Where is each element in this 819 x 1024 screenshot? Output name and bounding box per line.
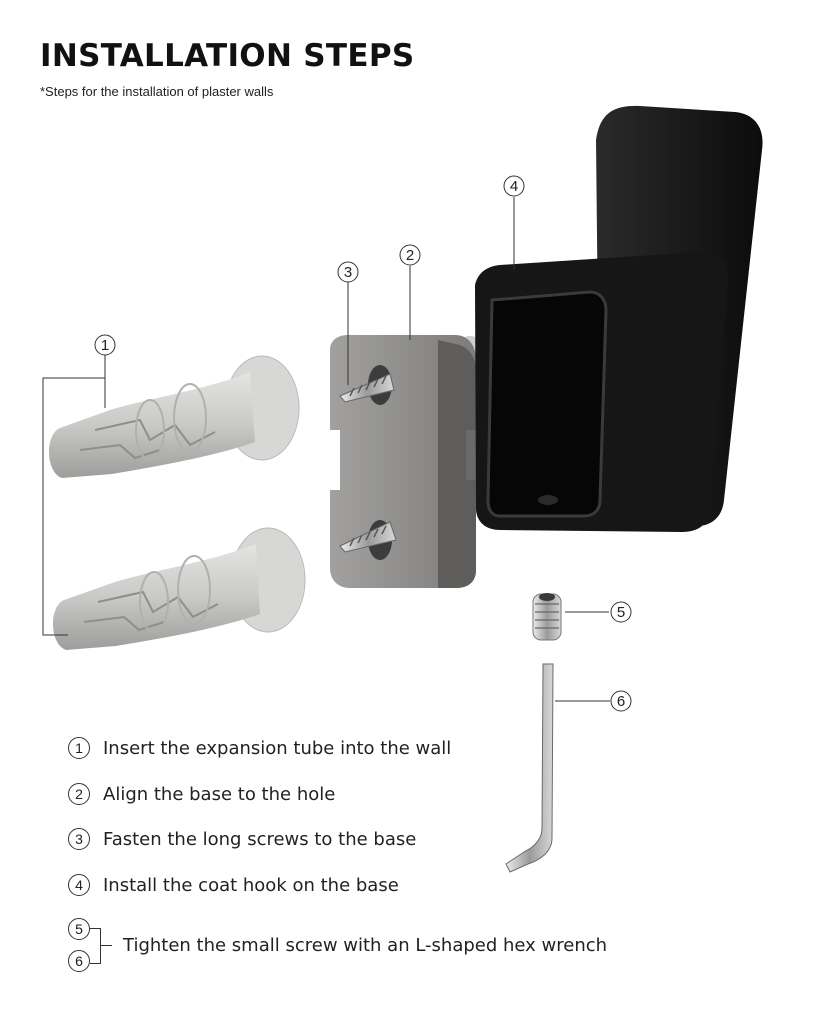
step-text: Install the coat hook on the base bbox=[103, 874, 399, 896]
callout-4: 4 bbox=[503, 175, 525, 197]
step-number: 4 bbox=[68, 874, 90, 896]
bracket-tick bbox=[100, 945, 112, 946]
step-number: 2 bbox=[68, 783, 90, 805]
long-screw-top bbox=[339, 373, 395, 403]
step-5-6-numbers: 5 6 bbox=[68, 918, 128, 972]
callout-5: 5 bbox=[610, 601, 632, 623]
leader-lines bbox=[42, 197, 610, 702]
step-text: Align the base to the hole bbox=[103, 783, 336, 805]
svg-text:5: 5 bbox=[617, 604, 625, 621]
step-4: 4 Install the coat hook on the base bbox=[68, 874, 399, 896]
step-2: 2 Align the base to the hole bbox=[68, 783, 335, 805]
long-screw-bottom bbox=[339, 521, 397, 553]
hex-wrench bbox=[505, 663, 554, 873]
svg-text:3: 3 bbox=[344, 264, 352, 281]
svg-text:4: 4 bbox=[510, 178, 518, 195]
callout-2: 2 bbox=[399, 244, 421, 266]
step-number-6: 6 bbox=[68, 950, 90, 972]
callouts: 1 2 3 4 5 6 bbox=[94, 175, 632, 712]
step-number: 1 bbox=[68, 737, 90, 759]
svg-text:1: 1 bbox=[101, 337, 109, 354]
page-subtitle: *Steps for the installation of plaster w… bbox=[40, 84, 274, 99]
callout-3: 3 bbox=[337, 261, 359, 283]
step-1: 1 Insert the expansion tube into the wal… bbox=[68, 737, 451, 759]
callout-1: 1 bbox=[94, 334, 116, 356]
step-number-5: 5 bbox=[68, 918, 90, 940]
step-3: 3 Fasten the long screws to the base bbox=[68, 828, 416, 850]
step-text: Insert the expansion tube into the wall bbox=[103, 737, 452, 759]
callout-6: 6 bbox=[610, 690, 632, 712]
expansion-anchor-top bbox=[48, 355, 300, 478]
bracket bbox=[90, 928, 101, 964]
svg-text:6: 6 bbox=[617, 693, 625, 710]
page-title: INSTALLATION STEPS bbox=[40, 38, 415, 74]
step-5-6-text: Tighten the small screw with an L-shaped… bbox=[123, 935, 608, 956]
step-text: Fasten the long screws to the base bbox=[103, 828, 417, 850]
expansion-anchor-bottom bbox=[52, 527, 306, 650]
set-screw bbox=[532, 593, 562, 641]
svg-text:2: 2 bbox=[406, 247, 414, 264]
coat-hook bbox=[475, 105, 763, 532]
step-number: 3 bbox=[68, 828, 90, 850]
